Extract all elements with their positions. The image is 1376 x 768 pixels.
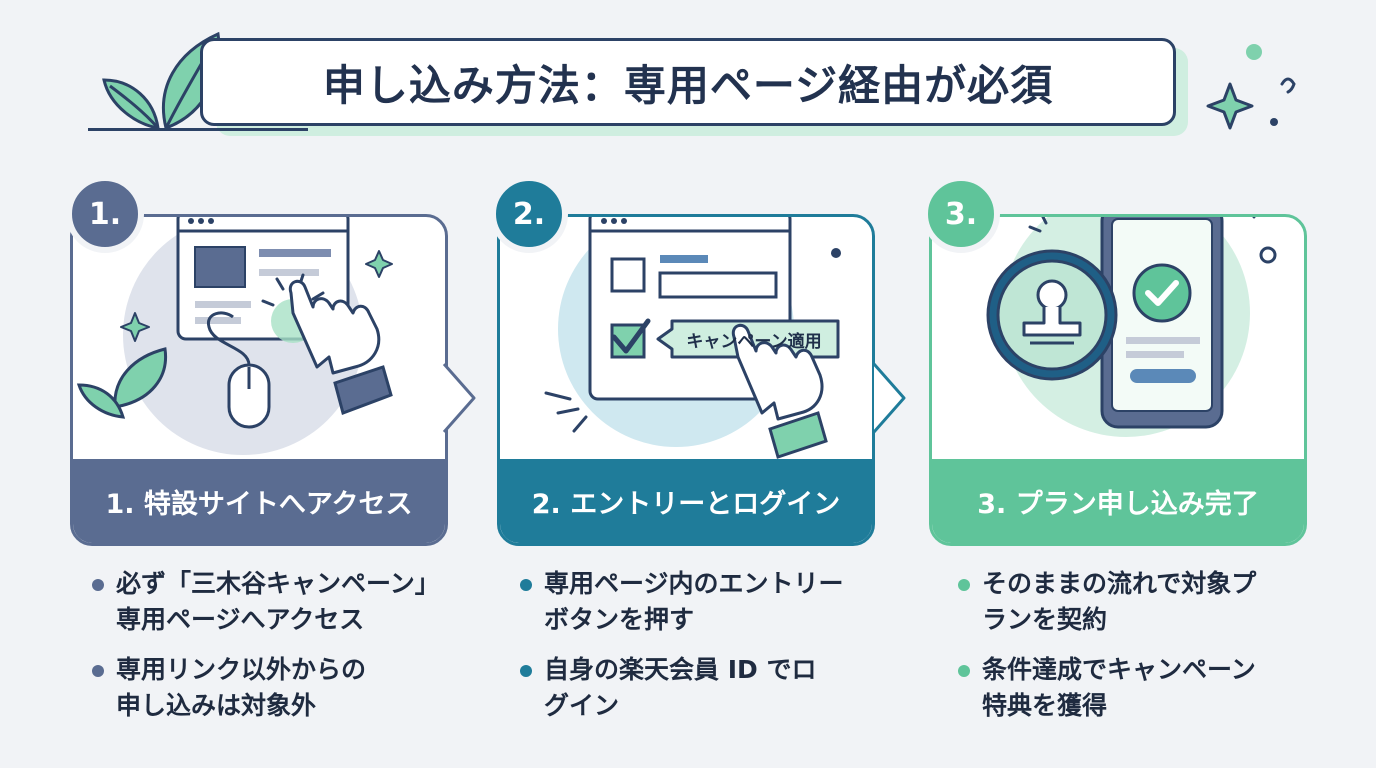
title-banner: 申し込み方法：専用ページ経由が必須 bbox=[200, 38, 1176, 126]
bullet-text: 専用ページ内のエントリー ボタンを押す bbox=[544, 569, 844, 634]
step-bullets-3: そのままの流れで対象プ ランを契約 条件達成でキャンペーン 特典を獲得 bbox=[958, 566, 1318, 738]
bullet-text: 自身の楽天会員 ID でロ グイン bbox=[544, 655, 817, 720]
step-label-1: 1. 特設サイトへアクセス bbox=[73, 459, 445, 543]
step-label-3: 3. プラン申し込み完了 bbox=[932, 459, 1304, 543]
list-item: 専用ページ内のエントリー ボタンを押す bbox=[520, 566, 880, 638]
bullet-text: そのままの流れで対象プ ランを契約 bbox=[982, 569, 1257, 634]
sparkle-decoration-icon bbox=[1206, 44, 1296, 130]
arrow-right-icon bbox=[442, 363, 476, 433]
list-item: 専用リンク以外からの 申し込みは対象外 bbox=[92, 652, 452, 724]
step-bullets-2: 専用ページ内のエントリー ボタンを押す 自身の楽天会員 ID でロ グイン bbox=[520, 566, 880, 738]
bullet-dot-icon bbox=[92, 665, 104, 677]
title-underline bbox=[88, 128, 308, 131]
step-badge-3: 3. bbox=[922, 175, 1000, 253]
step-card-3: 3. プラン申し込み完了 bbox=[929, 214, 1307, 546]
step-card-2: キャンペーン適用 2. エントリーとログイン bbox=[497, 214, 875, 546]
step-badge-1: 1. bbox=[66, 175, 144, 253]
step-label-2: 2. エントリーとログイン bbox=[500, 459, 872, 543]
bullet-dot-icon bbox=[92, 579, 104, 591]
bullet-dot-icon bbox=[520, 579, 532, 591]
page-title: 申し込み方法：専用ページ経由が必須 bbox=[322, 60, 1054, 110]
bullet-dot-icon bbox=[958, 665, 970, 677]
step-bullets-1: 必ず「三木谷キャンペーン」 専用ページへアクセス 専用リンク以外からの 申し込み… bbox=[92, 566, 452, 738]
step-card-1: 1. 特設サイトへアクセス bbox=[70, 214, 448, 546]
bullet-dot-icon bbox=[958, 579, 970, 591]
list-item: 自身の楽天会員 ID でロ グイン bbox=[520, 652, 880, 724]
browser-checkbox-icon bbox=[544, 217, 841, 459]
browser-click-icon bbox=[76, 217, 393, 455]
bullet-dot-icon bbox=[520, 665, 532, 677]
list-item: そのままの流れで対象プ ランを契約 bbox=[958, 566, 1318, 638]
bullet-text: 条件達成でキャンペーン 特典を獲得 bbox=[982, 655, 1256, 720]
list-item: 条件達成でキャンペーン 特典を獲得 bbox=[958, 652, 1318, 724]
bullet-text: 専用リンク以外からの 申し込みは対象外 bbox=[116, 655, 367, 720]
arrow-right-icon bbox=[872, 363, 906, 433]
phone-stamp-icon bbox=[986, 217, 1277, 437]
campaign-apply-tag: キャンペーン適用 bbox=[686, 332, 822, 352]
bullet-text: 必ず「三木谷キャンペーン」 専用ページへアクセス bbox=[116, 569, 440, 634]
list-item: 必ず「三木谷キャンペーン」 専用ページへアクセス bbox=[92, 566, 452, 638]
step-badge-2: 2. bbox=[490, 175, 568, 253]
